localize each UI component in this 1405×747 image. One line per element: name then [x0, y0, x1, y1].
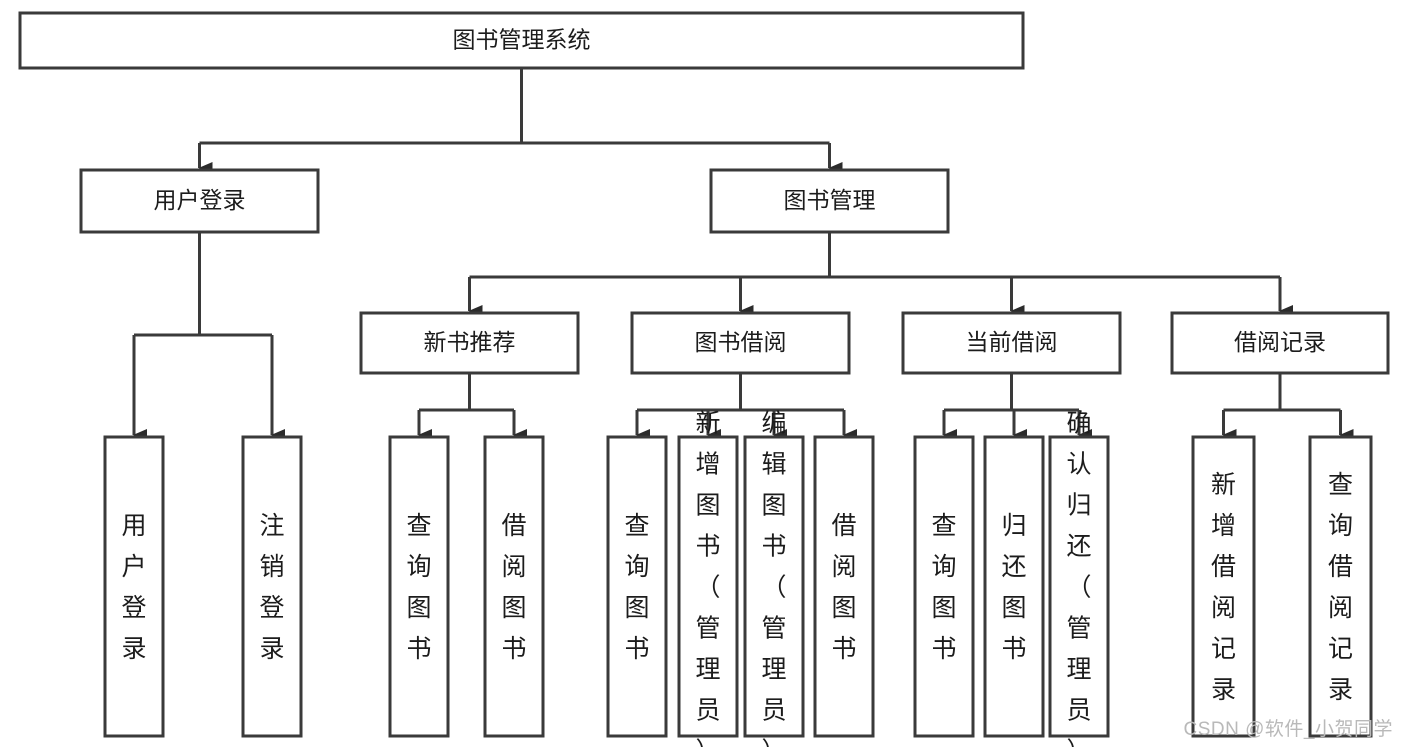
node-rect — [630, 311, 851, 375]
node-book-management[interactable]: 图书管理 — [709, 168, 950, 234]
leaf-rect — [677, 435, 739, 738]
node-book-borrow[interactable]: 图书借阅 — [630, 311, 851, 375]
node-rect — [901, 311, 1122, 375]
node-label: 新书推荐 — [424, 329, 516, 355]
node-rect — [18, 11, 1025, 70]
leaf-label: 确认归还（管理员） — [1066, 410, 1091, 747]
leaf-label: 借阅图书 — [831, 512, 856, 663]
leaf-leaf-edit-book[interactable]: 编辑图书（管理员） — [743, 410, 805, 747]
leaf-rect — [483, 435, 545, 738]
leaf-leaf-query-book-3[interactable]: 查询图书 — [913, 435, 975, 738]
leaf-label: 新增图书（管理员） — [695, 410, 720, 747]
node-label: 图书借阅 — [695, 329, 787, 355]
leaf-label: 编辑图书（管理员） — [761, 410, 786, 747]
leaf-label: 用户登录 — [121, 512, 146, 663]
leaf-leaf-query-book-1[interactable]: 查询图书 — [388, 435, 450, 738]
leaf-leaf-return-book[interactable]: 归还图书 — [983, 435, 1045, 738]
leaf-rect — [606, 435, 668, 738]
leaf-label: 查询借阅记录 — [1328, 471, 1353, 704]
leaf-leaf-logout[interactable]: 注销登录 — [241, 435, 303, 738]
node-label: 借阅记录 — [1234, 329, 1326, 355]
leaf-rect — [1191, 435, 1256, 738]
leaf-rect — [743, 435, 805, 738]
leaf-rect — [241, 435, 303, 738]
leaf-leaf-borrow-book-2[interactable]: 借阅图书 — [813, 435, 875, 738]
node-label: 图书管理系统 — [453, 27, 591, 53]
node-label: 图书管理 — [784, 187, 876, 213]
leaf-label: 查询图书 — [931, 512, 956, 663]
leaf-leaf-confirm-return[interactable]: 确认归还（管理员） — [1048, 410, 1110, 747]
leaf-leaf-query-record[interactable]: 查询借阅记录 — [1308, 435, 1373, 738]
node-rect — [709, 168, 950, 234]
node-user-login[interactable]: 用户登录 — [79, 168, 320, 234]
node-label: 用户登录 — [154, 187, 246, 213]
leaf-rect — [983, 435, 1045, 738]
leaf-leaf-user-login[interactable]: 用户登录 — [103, 435, 165, 738]
node-borrow-record[interactable]: 借阅记录 — [1170, 311, 1390, 375]
node-rect — [359, 311, 580, 375]
leaf-rect — [388, 435, 450, 738]
node-rect — [1170, 311, 1390, 375]
node-root[interactable]: 图书管理系统 — [18, 11, 1025, 70]
leaf-label: 借阅图书 — [501, 512, 526, 663]
leaf-label: 查询图书 — [406, 512, 431, 663]
leaf-leaf-query-book-2[interactable]: 查询图书 — [606, 435, 668, 738]
leaf-leaf-add-record[interactable]: 新增借阅记录 — [1191, 435, 1256, 738]
leaf-leaf-add-book[interactable]: 新增图书（管理员） — [677, 410, 739, 747]
leaf-rect — [813, 435, 875, 738]
node-new-book-recommend[interactable]: 新书推荐 — [359, 311, 580, 375]
node-rect — [79, 168, 320, 234]
leaf-label: 查询图书 — [624, 512, 649, 663]
node-label: 当前借阅 — [966, 329, 1058, 355]
leaf-label: 新增借阅记录 — [1211, 471, 1236, 704]
leaf-label: 注销登录 — [259, 512, 284, 663]
leaf-rect — [1308, 435, 1373, 738]
leaf-rect — [1048, 435, 1110, 738]
leaf-leaf-borrow-book-1[interactable]: 借阅图书 — [483, 435, 545, 738]
connector-edges — [132, 68, 1354, 441]
leaf-label: 归还图书 — [1001, 512, 1026, 663]
leaf-rect — [103, 435, 165, 738]
node-boxes: 图书管理系统用户登录图书管理新书推荐图书借阅当前借阅借阅记录用户登录注销登录查询… — [18, 11, 1390, 747]
leaf-rect — [913, 435, 975, 738]
node-current-borrow[interactable]: 当前借阅 — [901, 311, 1122, 375]
